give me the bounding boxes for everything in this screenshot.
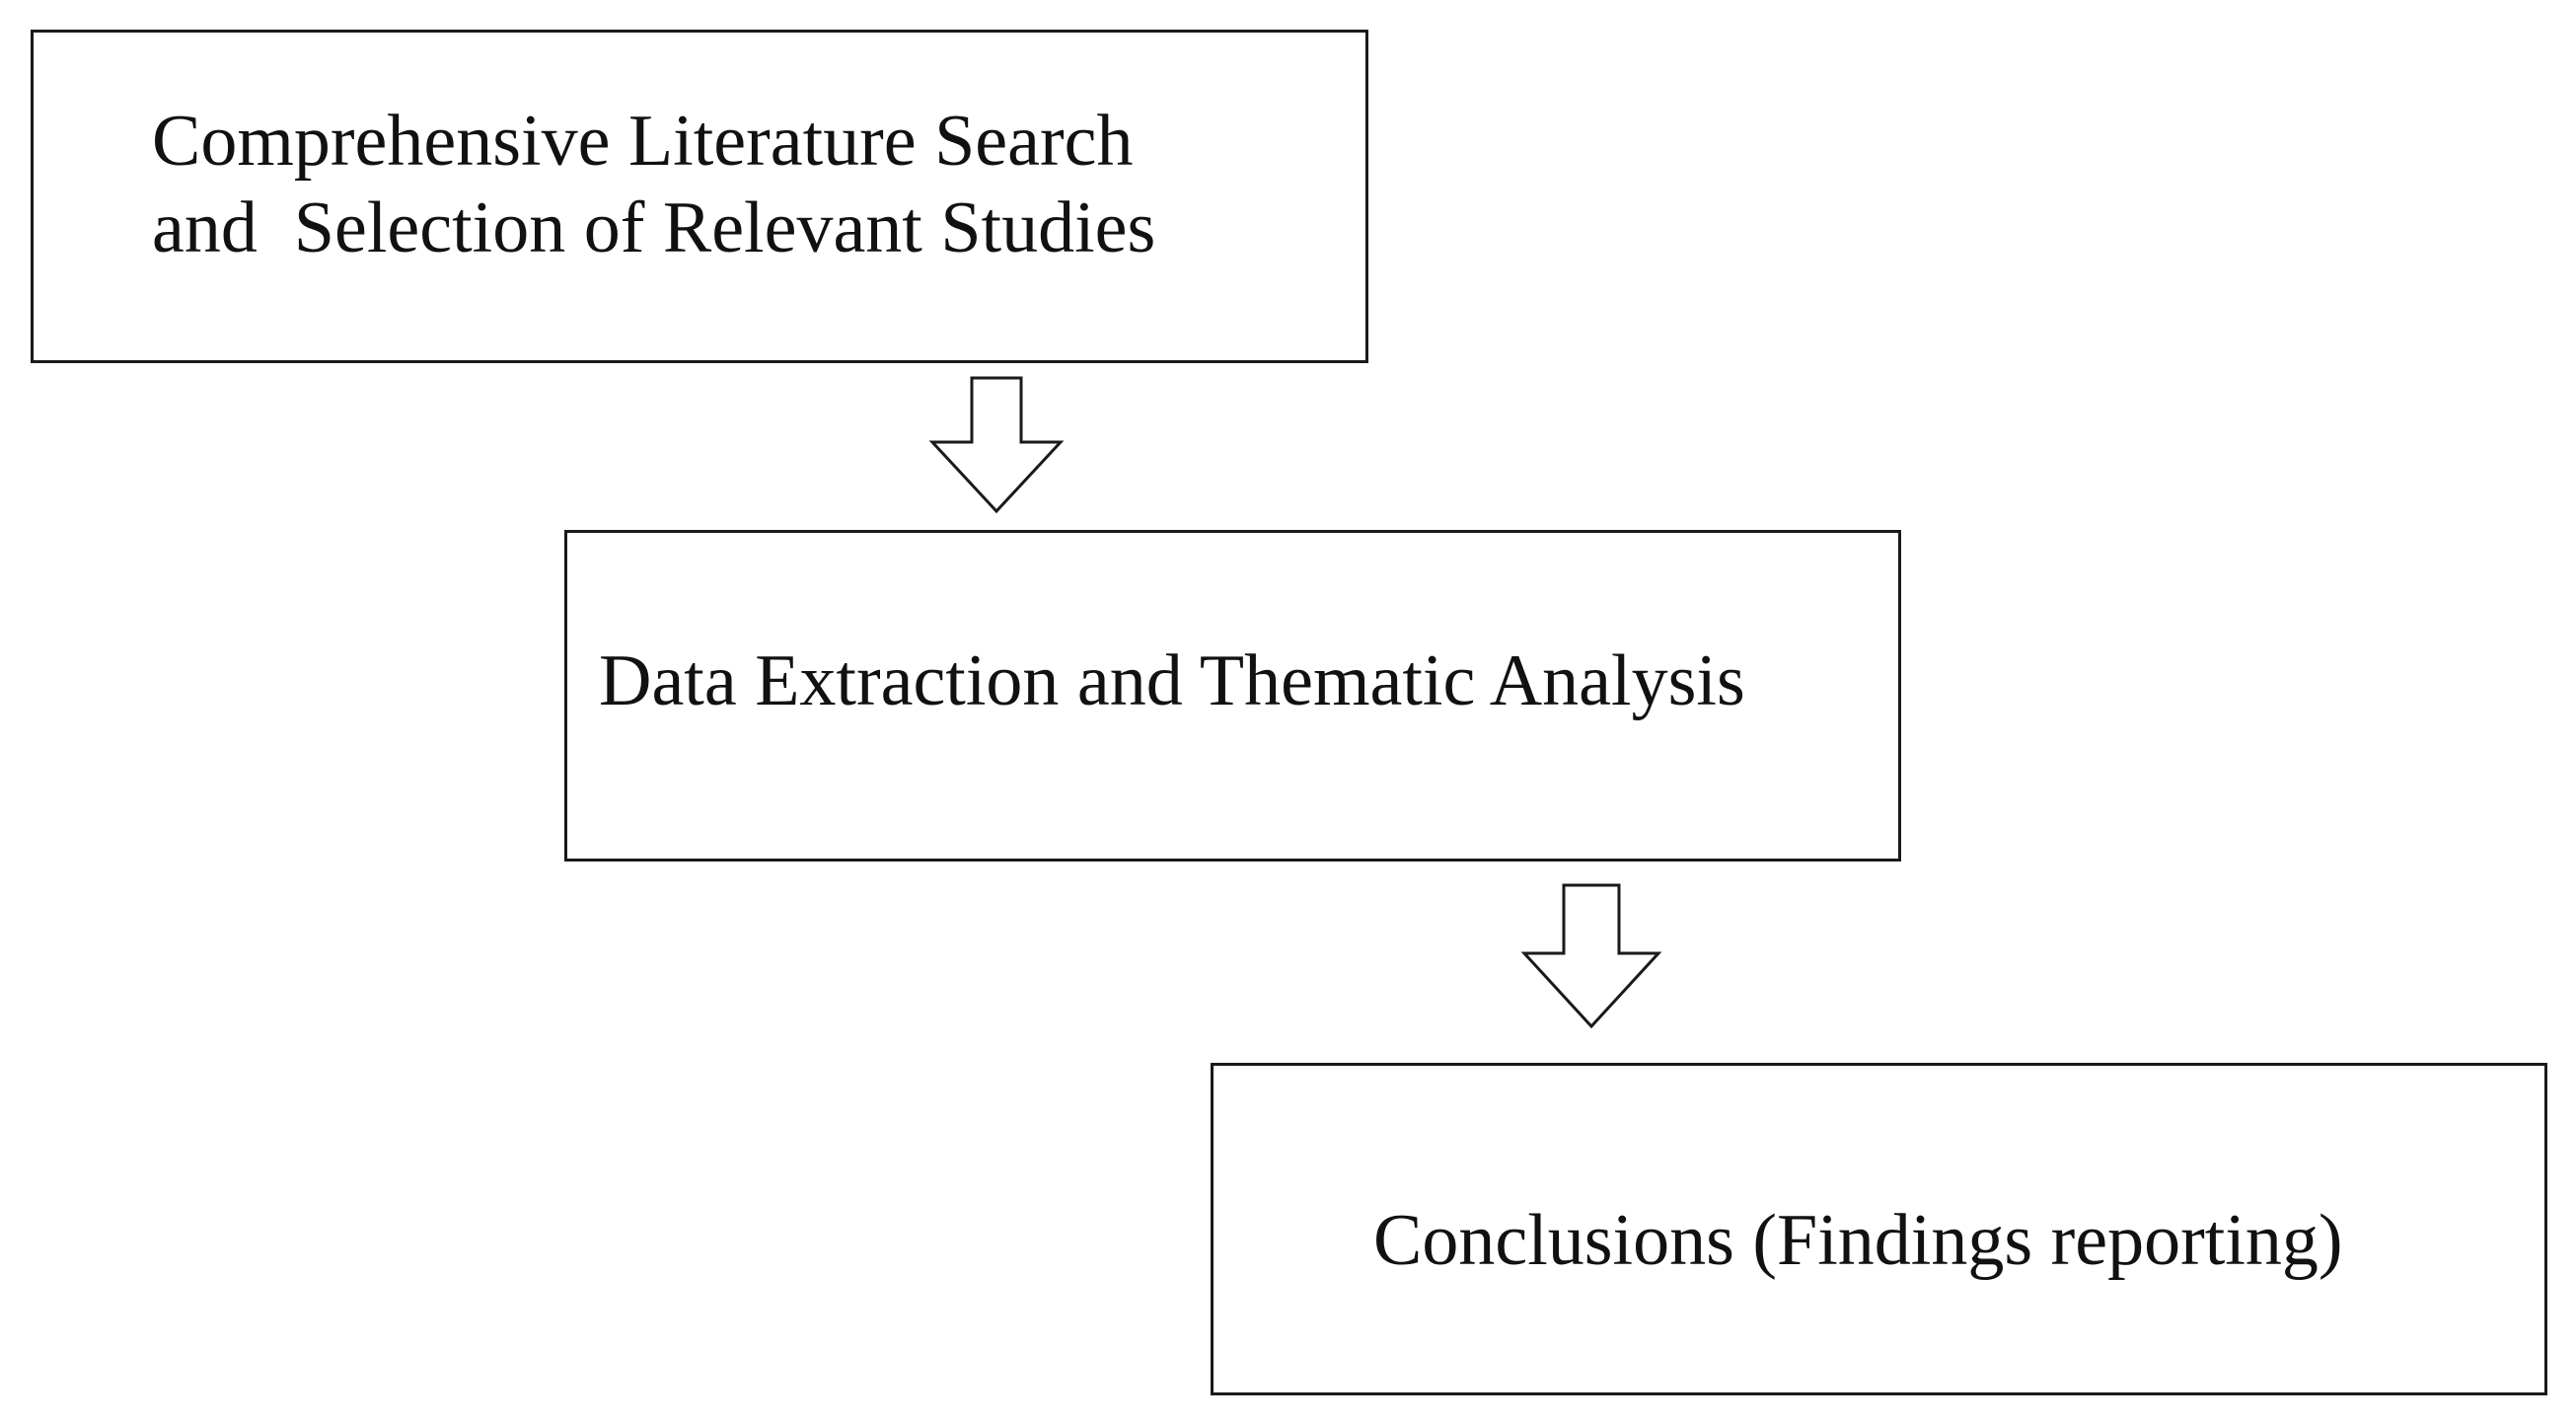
down-arrow-shape xyxy=(1520,883,1662,1029)
step-label-data-extraction: Data Extraction and Thematic Analysis xyxy=(599,638,1745,724)
step-label-literature-search: Comprehensive Literature Search and Sele… xyxy=(152,98,1155,271)
down-arrow-icon xyxy=(1520,883,1662,1029)
step-box-conclusions: Conclusions (Findings reporting) xyxy=(1211,1063,2547,1395)
step-label-conclusions: Conclusions (Findings reporting) xyxy=(1373,1197,2343,1284)
step-label-line: Comprehensive Literature Search xyxy=(152,101,1134,182)
down-arrow-icon xyxy=(928,376,1065,514)
step-label-line: and Selection of Relevant Studies xyxy=(152,188,1156,268)
step-label-line: Data Extraction and Thematic Analysis xyxy=(599,640,1745,721)
step-box-literature-search: Comprehensive Literature Search and Sele… xyxy=(31,30,1368,363)
step-box-data-extraction: Data Extraction and Thematic Analysis xyxy=(564,530,1901,862)
down-arrow-shape xyxy=(928,376,1065,514)
step-label-line: Conclusions (Findings reporting) xyxy=(1373,1200,2343,1281)
